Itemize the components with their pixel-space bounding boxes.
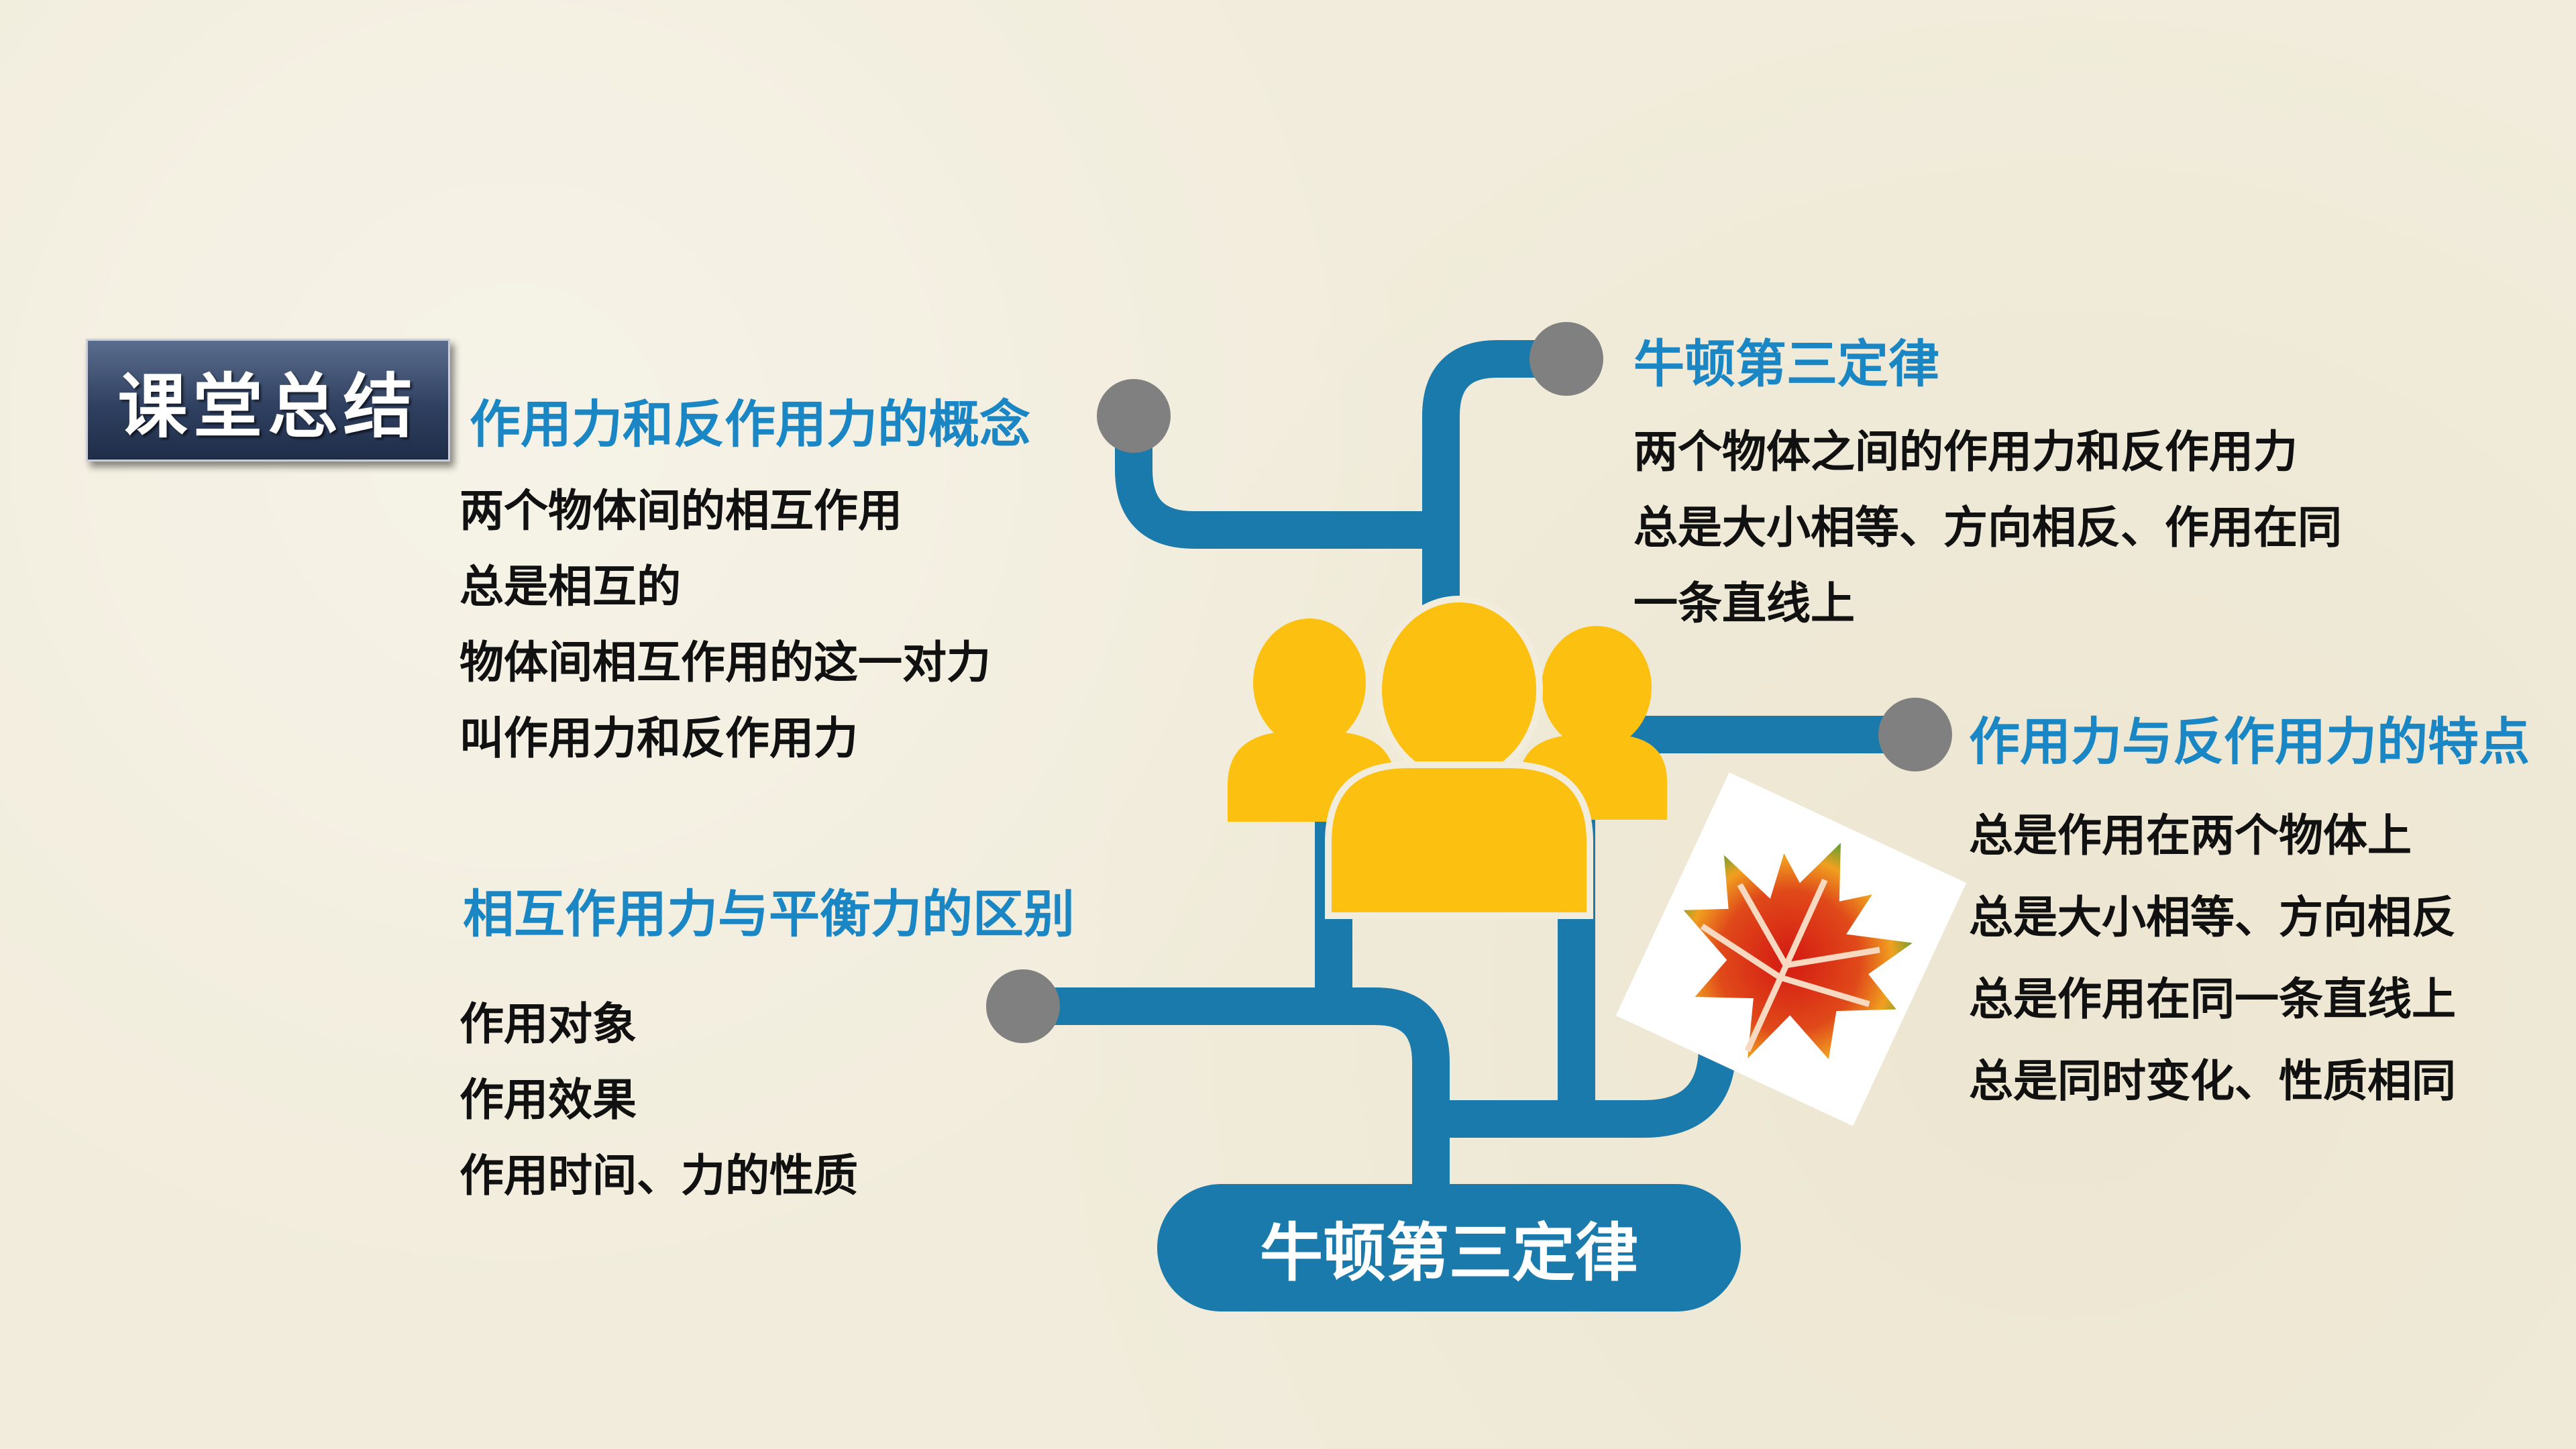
badge-title: 课堂总结: [117, 365, 419, 447]
node-difference: [986, 969, 1060, 1043]
difference-lines: 作用对象 作用效果 作用时间、力的性质: [460, 986, 858, 1214]
features-line: 总是作用在同一条直线上: [1969, 973, 2456, 1025]
concept-line: 总是相互的: [460, 561, 681, 612]
difference-line: 作用对象: [460, 998, 637, 1050]
people-group-icon: [1228, 596, 1667, 919]
connector-law: [1422, 340, 1566, 671]
features-lines: 总是作用在两个物体上 总是大小相等、方向相反 总是作用在同一条直线上 总是同时变…: [1969, 795, 2456, 1122]
node-features: [1878, 698, 1952, 771]
difference-title: 相互作用力与平衡力的区别: [463, 884, 1075, 944]
features-line: 总是作用在两个物体上: [1969, 810, 2412, 861]
features-line: 总是大小相等、方向相反: [1969, 892, 2456, 943]
center-pill: [1157, 1184, 1741, 1311]
difference-line: 作用效果: [460, 1074, 637, 1126]
concept-line: 两个物体间的相互作用: [460, 485, 902, 537]
lesson-summary-badge: 课堂总结: [86, 339, 450, 462]
difference-line: 作用时间、力的性质: [460, 1150, 858, 1201]
features-title: 作用力与反作用力的特点: [1969, 712, 2530, 771]
connector-difference: [1023, 987, 1450, 1187]
branch-end-nodes: [986, 322, 1952, 1043]
maple-leaf-card: [1615, 772, 1967, 1126]
concept-lines: 两个物体间的相互作用 总是相互的 物体间相互作用的这一对力 叫作用力和反作用力: [460, 473, 991, 776]
law-title: 牛顿第三定律: [1633, 334, 1939, 394]
law-line: 两个物体之间的作用力和反作用力: [1633, 426, 2298, 478]
node-concept: [1097, 379, 1171, 453]
concept-line: 物体间相互作用的这一对力: [460, 637, 991, 688]
center-label: 牛顿第三定律: [1259, 1217, 1638, 1290]
features-line: 总是同时变化、性质相同: [1969, 1055, 2456, 1107]
connector-concept: [1115, 416, 1441, 549]
concept-line: 叫作用力和反作用力: [460, 712, 858, 764]
law-lines: 两个物体之间的作用力和反作用力 总是大小相等、方向相反、作用在同 一条直线上: [1633, 414, 2342, 641]
node-law: [1529, 322, 1603, 396]
leaf-veins: [1700, 878, 1880, 1053]
law-line: 总是大小相等、方向相反、作用在同: [1633, 502, 2342, 553]
maple-leaf-icon: [1683, 843, 1913, 1060]
law-line: 一条直线上: [1633, 578, 1855, 629]
concept-title: 作用力和反作用力的概念: [470, 394, 1030, 454]
